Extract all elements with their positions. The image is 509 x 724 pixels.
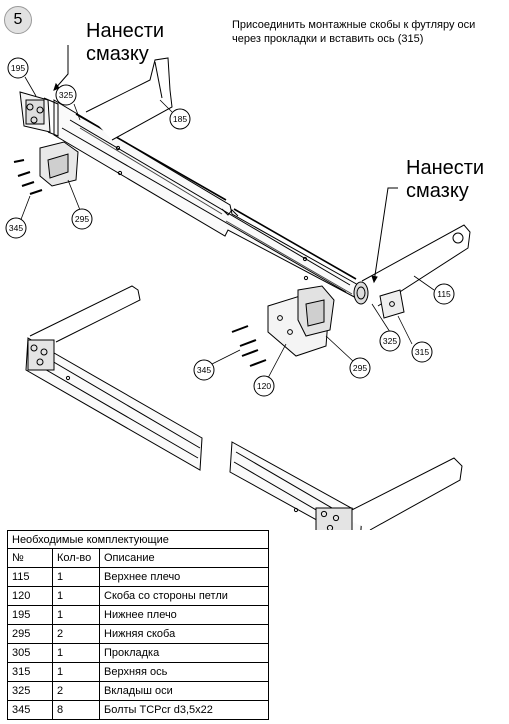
svg-text:325: 325: [59, 90, 73, 100]
part-number: 195: [7, 605, 53, 625]
svg-text:345: 345: [9, 223, 23, 233]
callout-185: 185: [169, 108, 191, 130]
part-desc: Верхняя ось: [99, 662, 269, 682]
parts-table: Необходимые комплектующие № Кол-во Описа…: [7, 530, 269, 720]
part-number: 120: [7, 586, 53, 606]
header-number: №: [7, 548, 53, 568]
part-desc: Вкладыш оси: [99, 681, 269, 701]
part-desc: Прокладка: [99, 643, 269, 663]
callout-295-top: 295: [71, 208, 93, 230]
grease-label-right: Нанести смазку: [406, 157, 485, 202]
part-qty: 1: [52, 605, 100, 625]
assembly-drawing: 195 325 185 295 345 115 325 315 345 120 …: [5, 45, 471, 530]
callout-195: 195: [7, 57, 29, 79]
part-number: 295: [7, 624, 53, 644]
table-header-row: № Кол-во Описание: [7, 548, 269, 568]
callout-325-top: 325: [55, 84, 77, 106]
part-qty: 1: [52, 662, 100, 682]
part-desc: Нижняя скоба: [99, 624, 269, 644]
svg-text:295: 295: [353, 363, 367, 373]
callout-315: 315: [411, 341, 433, 363]
part-desc: Болты ТСРcr d3,5x22: [99, 700, 269, 720]
part-number: 345: [7, 700, 53, 720]
assembly-instruction: Присоединить монтажные скобы к футляру о…: [232, 19, 476, 45]
svg-text:185: 185: [173, 114, 187, 124]
svg-text:315: 315: [415, 347, 429, 357]
svg-text:115: 115: [437, 289, 451, 299]
part-desc: Скоба со стороны петли: [99, 586, 269, 606]
step-number-badge: 5: [4, 6, 32, 34]
svg-text:325: 325: [383, 336, 397, 346]
svg-text:120: 120: [257, 381, 271, 391]
svg-text:195: 195: [11, 63, 25, 73]
header-quantity: Кол-во: [52, 548, 100, 568]
part-qty: 1: [52, 643, 100, 663]
part-qty: 2: [52, 624, 100, 644]
svg-text:345: 345: [197, 365, 211, 375]
part-qty: 1: [52, 586, 100, 606]
callout-345-mid: 345: [193, 359, 215, 381]
part-number: 305: [7, 643, 53, 663]
header-description: Описание: [99, 548, 269, 568]
callout-295-mid: 295: [349, 357, 371, 379]
callout-325-mid: 325: [379, 330, 401, 352]
callout-115: 115: [433, 283, 455, 305]
part-qty: 1: [52, 567, 100, 587]
part-qty: 2: [52, 681, 100, 701]
part-qty: 8: [52, 700, 100, 720]
svg-text:295: 295: [75, 214, 89, 224]
part-number: 115: [7, 567, 53, 587]
table-title: Необходимые комплектующие: [7, 530, 269, 549]
callout-345-top: 345: [5, 217, 27, 239]
part-number: 315: [7, 662, 53, 682]
table-title-row: Необходимые комплектующие: [7, 530, 269, 549]
part-number: 325: [7, 681, 53, 701]
part-desc: Нижнее плечо: [99, 605, 269, 625]
grease-label-left: Нанести смазку: [86, 20, 165, 65]
callout-120: 120: [253, 375, 275, 397]
part-desc: Верхнее плечо: [99, 567, 269, 587]
